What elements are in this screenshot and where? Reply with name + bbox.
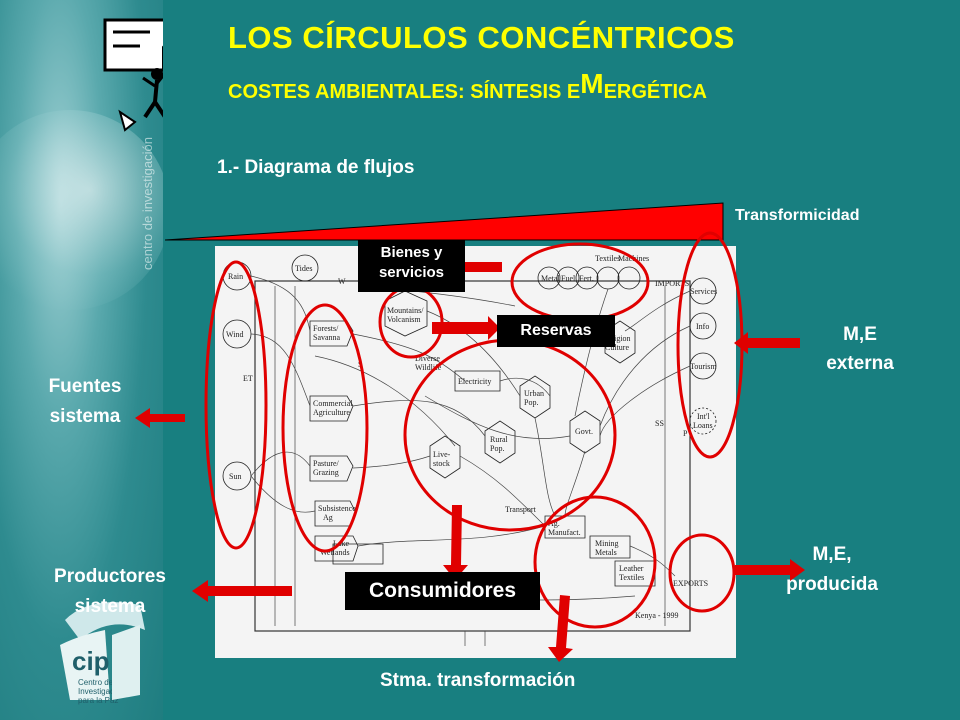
agman-label: Ag.	[548, 519, 560, 528]
fuel-label: Fuel	[561, 274, 576, 283]
flow-diagram-drawing: Rain Tides W Wind ET Sun Forests/ Savann…	[222, 254, 717, 646]
svg-text:Investigación: Investigación	[78, 687, 125, 696]
productores-line1: Productores	[54, 566, 166, 587]
et-label: ET	[243, 374, 253, 383]
consumidores-box: Consumidores	[345, 572, 540, 610]
sun-label: Sun	[229, 472, 241, 481]
tides-label: Tides	[295, 264, 313, 273]
sidebar: centro de investigación cip Centro de In…	[0, 0, 189, 720]
subtitle-post: ERGÉTICA	[603, 81, 707, 103]
rural-pop-label: Pop.	[490, 444, 504, 453]
me-externa-label: M,E externa	[810, 320, 910, 378]
fuentes-line1: Fuentes	[48, 376, 122, 397]
fuentes-line2: sistema	[49, 406, 121, 427]
p-label: P	[683, 429, 688, 438]
reservas-label: Reservas	[520, 322, 592, 339]
globe-image	[0, 110, 170, 310]
savanna-label: Savanna	[313, 333, 341, 342]
rain-label: Rain	[228, 272, 243, 281]
tourism-label: Tourism	[690, 362, 717, 371]
red-arrows	[135, 257, 805, 662]
stock-label: stock	[433, 459, 450, 468]
commercial-label: Commercial	[313, 399, 353, 408]
urban-pop-label: Pop.	[524, 398, 538, 407]
svg-text:cip: cip	[72, 646, 110, 676]
section-heading: 1.- Diagrama de flujos	[217, 157, 415, 178]
textiles-label: Textiles	[619, 573, 644, 582]
agriculture-label: Agriculture	[313, 408, 350, 417]
me-externa-line1: M,E	[843, 324, 877, 345]
loans-label: Loans	[693, 421, 713, 430]
services-label: Services	[690, 287, 717, 296]
textiles2-label: Textiles	[595, 254, 620, 263]
intl-label: Int'l	[697, 412, 710, 421]
metals-label: Metals	[595, 548, 617, 557]
red-ellipses	[204, 231, 744, 629]
page-title: LOS CÍRCULOS CONCÉNTRICOS	[228, 20, 735, 55]
bienes-servicios-label: Bienes y servicios	[378, 244, 445, 281]
fuentes-sistema-label: Fuentes sistema	[25, 372, 145, 432]
svg-text:Centro de: Centro de	[78, 678, 114, 687]
me-externa-line2: externa	[826, 353, 894, 374]
consumidores-label: Consumidores	[368, 579, 517, 602]
religion-label: Religion	[603, 334, 631, 343]
stma-transformacion-label: Stma. transformación	[380, 670, 576, 691]
wetlands-label: Wetlands	[320, 548, 350, 557]
info-label: Info	[696, 322, 709, 331]
productores-sistema-label: Productores sistema	[30, 562, 190, 622]
ag-label: Ag	[323, 513, 333, 522]
subsistence-label: Subsistence	[318, 504, 356, 513]
producer-boxes	[309, 320, 656, 587]
exports-label: EXPORTS	[673, 579, 708, 588]
mining-label: Mining	[595, 539, 619, 548]
wildlife-label: Wildlife	[415, 363, 442, 372]
diagram-labels: Rain Tides W Wind ET Sun Forests/ Savann…	[226, 254, 717, 620]
pasture-label: Pasture/	[313, 459, 340, 468]
me-producida-line1: M,E,	[812, 544, 852, 565]
kenya-label: Kenya - 1999	[635, 611, 679, 620]
mountains-label: Mountains/	[387, 306, 424, 315]
flow-lines	[250, 275, 691, 646]
forests-label: Forests/	[313, 324, 339, 333]
transformicity-label: Transformicidad	[735, 207, 860, 224]
cip-logo: cip Centro de Investigación para la Paz	[60, 602, 145, 705]
page-subtitle: COSTES AMBIENTALES: SÍNTESIS EMERGÉTICA	[228, 68, 707, 105]
electricity-label: Electricity	[458, 377, 491, 386]
ss-label: SS	[655, 419, 664, 428]
metal-label: Metal	[541, 274, 560, 283]
reservas-box: Reservas	[497, 315, 615, 347]
productores-line2: sistema	[74, 596, 146, 617]
live-label: Live-	[433, 450, 451, 459]
volcanism-label: Volcanism	[387, 315, 421, 324]
leather-label: Leather	[619, 564, 644, 573]
w-label: W	[338, 277, 346, 286]
me-producida-label: M,E, producida	[772, 540, 892, 600]
subtitle-big-letter: M	[580, 68, 604, 99]
grazing-label: Grazing	[313, 468, 339, 477]
govt-label: Govt.	[575, 427, 593, 436]
diverse-label: Diverse	[415, 354, 440, 363]
me-producida-line2: producida	[786, 574, 878, 595]
fert-label: Fert.	[579, 274, 594, 283]
manufact-label: Manufact.	[548, 528, 581, 537]
svg-text:para la Paz: para la Paz	[78, 696, 118, 705]
imports-label: IMPORTS	[655, 279, 689, 288]
transport-label: Transport	[505, 505, 537, 514]
subtitle-pre: COSTES AMBIENTALES: SÍNTESIS E	[228, 81, 581, 103]
bienes-servicios-box: Bienes y servicios	[358, 240, 465, 292]
culture-label: Culture	[605, 343, 629, 352]
rural-label: Rural	[490, 435, 509, 444]
urban-label: Urban	[524, 389, 544, 398]
wind-label: Wind	[226, 330, 243, 339]
